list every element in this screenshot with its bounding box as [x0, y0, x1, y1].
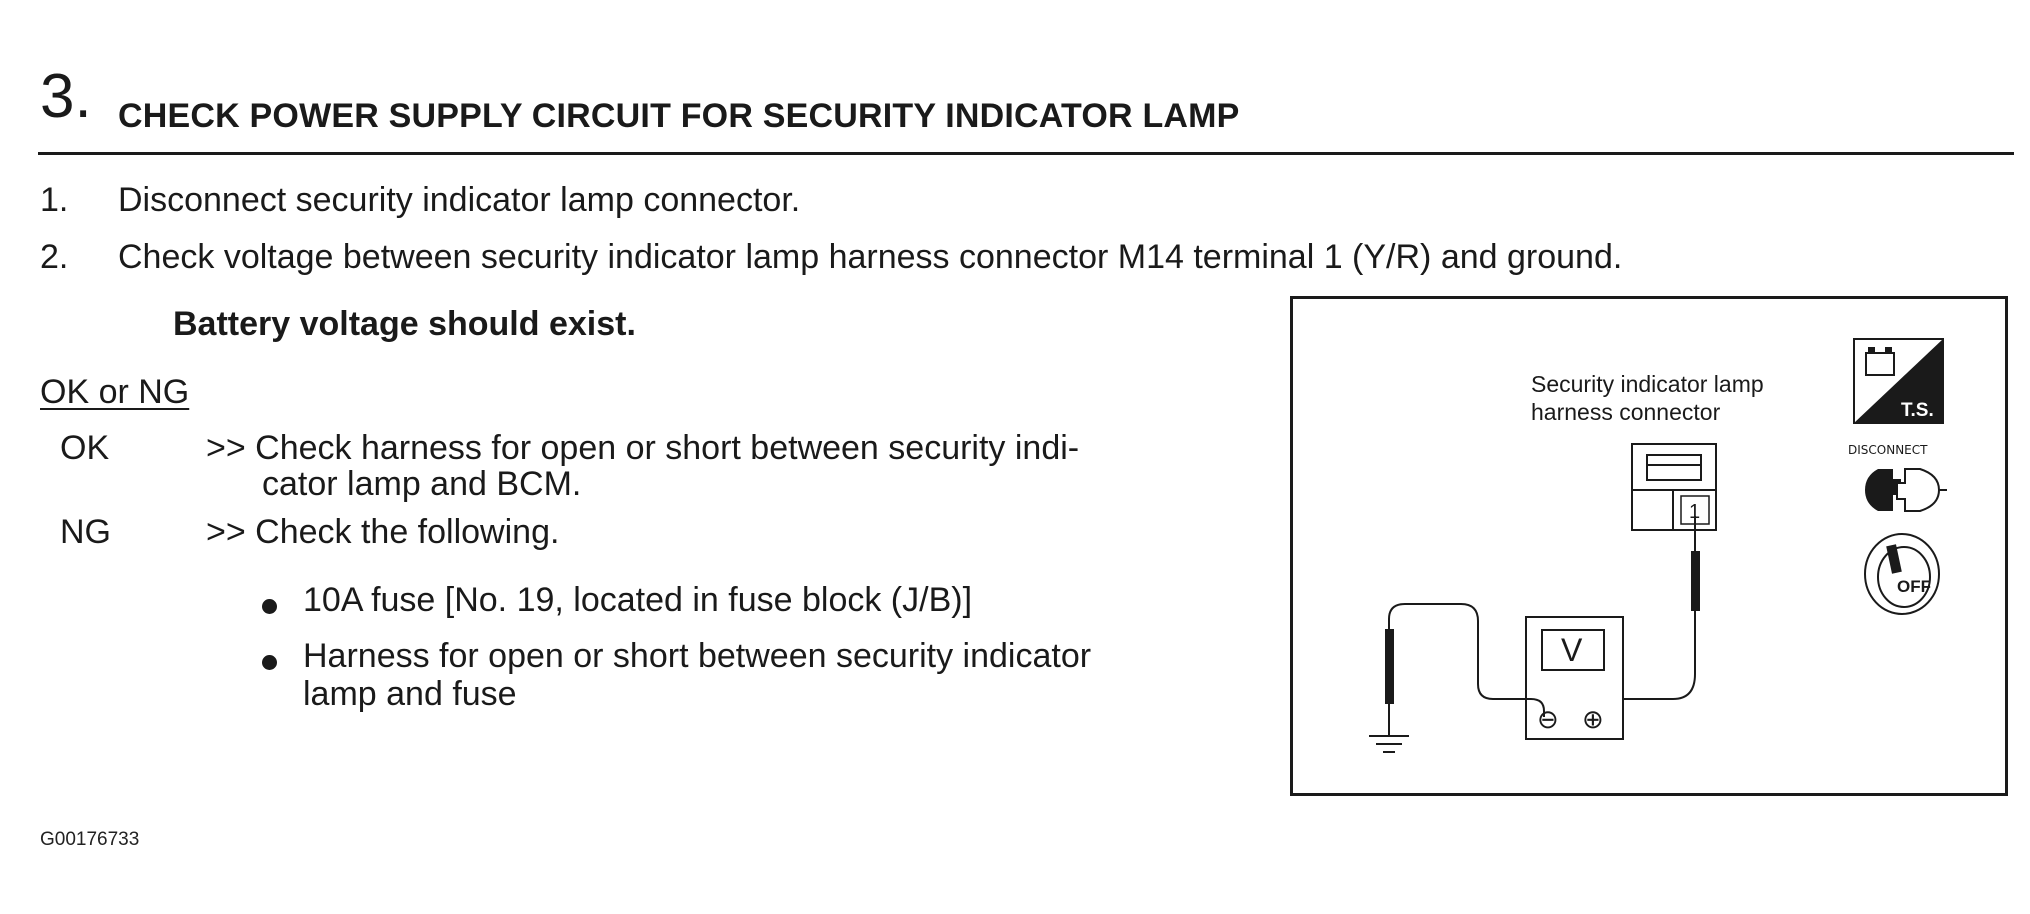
section-title: CHECK POWER SUPPLY CIRCUIT FOR SECURITY … — [118, 97, 1240, 135]
ignition-off-label: OFF — [1897, 577, 1931, 596]
step-1-number: 1. — [40, 181, 69, 219]
section-number: 3. — [40, 62, 92, 131]
meter-positive-terminal: ⊕ — [1582, 704, 1604, 734]
ng-check-fuse: 10A fuse [No. 19, located in fuse block … — [303, 581, 973, 619]
heading-rule — [38, 152, 2014, 155]
bullet-icon — [262, 655, 277, 670]
harness-connector-icon — [1631, 443, 1717, 531]
bullet-icon — [262, 599, 277, 614]
connector-label-line-2: harness connector — [1531, 399, 1721, 425]
terminal-number: 1 — [1689, 501, 1700, 523]
ok-label: OK — [60, 429, 110, 467]
meter-symbol: V — [1561, 632, 1583, 668]
figure-id: G00176733 — [40, 829, 140, 850]
ts-battery-icon — [1853, 338, 1944, 424]
step-1-text: Disconnect security indicator lamp conne… — [118, 181, 801, 219]
connector-label-line-1: Security indicator lamp — [1531, 371, 1764, 397]
ng-label: NG — [60, 513, 111, 551]
diagram-svg: Security indicator lamp harness connecto… — [1369, 338, 1947, 753]
step-2-number: 2. — [40, 238, 69, 276]
disconnect-connector-icon — [1865, 468, 1947, 512]
ok-action-line-2: cator lamp and BCM. — [262, 465, 582, 503]
voltage-check-diagram: Security indicator lamp harness connecto… — [1290, 296, 2008, 796]
voltmeter-icon — [1525, 616, 1624, 740]
ng-check-harness-line-2: lamp and fuse — [303, 675, 517, 713]
ts-icon-label: T.S. — [1901, 400, 1934, 421]
ng-check-harness-line-1: Harness for open or short between securi… — [303, 637, 1092, 675]
ignition-off-icon — [1864, 533, 1940, 615]
ground-icon — [1369, 735, 1409, 753]
step-2-text: Check voltage between security indicator… — [118, 238, 1623, 276]
ground-lead — [1385, 603, 1545, 736]
disconnect-icon-label: DISCONNECT — [1848, 443, 1928, 457]
ok-action-line-1: >> Check harness for open or short betwe… — [206, 429, 1080, 467]
ok-or-ng-heading: OK or NG — [40, 373, 190, 411]
ng-action-line-1: >> Check the following. — [206, 513, 560, 551]
meter-negative-terminal: ⊖ — [1537, 704, 1559, 734]
expected-result-note: Battery voltage should exist. — [173, 305, 636, 343]
